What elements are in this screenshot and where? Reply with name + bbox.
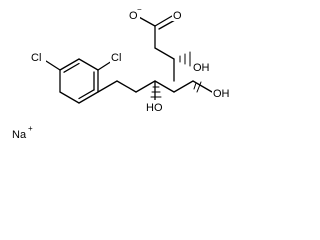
structure-canvas: Cl Cl O − O OH OH HO Na + [0,0,238,158]
stereo-bond-c3-oh [179,51,191,67]
ring-bond [78,91,99,104]
carboxylate-double-bond [154,15,173,27]
counterion-charge: + [28,124,33,133]
bond-ring-to-cl-left [45,60,61,71]
atom-carboxylate-o: O [173,10,182,22]
carboxylate-charge: − [137,5,142,14]
benzene-ring [59,58,99,104]
atom-oh-c4: OH [213,88,230,100]
stereo-bond-c5-ho [150,86,162,98]
chain-bond [173,80,194,93]
stereo-bond-c4-oh [193,81,202,93]
ring-bond [59,58,80,71]
ring-bond [78,58,99,71]
atom-cl-ring-top: Cl [111,52,121,64]
ring-bond [59,91,80,104]
carboxylate-double-bond-inner [158,19,176,30]
chain-bond [116,80,137,93]
ring-double-bond [63,62,80,73]
counterion-symbol: Na [12,129,27,141]
chain-bond [135,80,156,93]
chemical-structure: Cl Cl O − O OH OH HO Na + [12,5,232,141]
chain-bond-c3-c2 [154,47,175,60]
atom-ho-c5: HO [146,102,163,114]
chain-bond [97,80,118,93]
chain-bond [154,80,175,93]
ring-double-bond [78,89,95,100]
atom-carboxylate-o-minus: O [129,10,138,22]
atom-oh-c3: OH [193,62,210,74]
atom-cl-ring-left: Cl [31,52,41,64]
bond-ring-to-cl-top [97,60,113,71]
